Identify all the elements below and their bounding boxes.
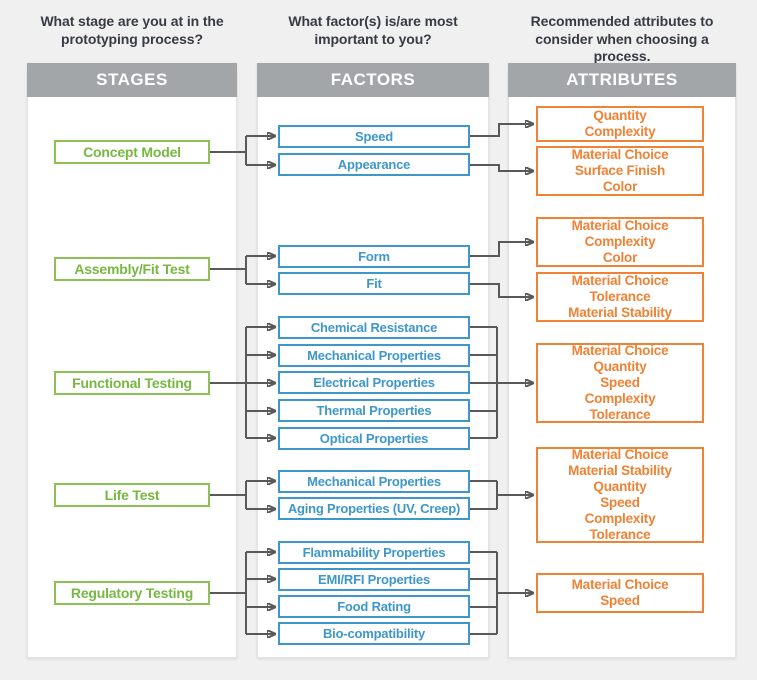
stage-box-assembly-fit-test: Assembly/Fit Test	[54, 257, 210, 281]
connector	[470, 551, 498, 635]
factor-box-thermal-properties: Thermal Properties	[278, 399, 470, 422]
factor-box-bio-compatibility: Bio-compatibility	[278, 622, 470, 645]
stage-box-concept-model: Concept Model	[54, 140, 210, 164]
factor-box-appearance: Appearance	[278, 153, 470, 176]
connector	[210, 552, 247, 634]
connector	[210, 256, 247, 284]
factors-question: What factor(s) is/are most important to …	[288, 13, 458, 47]
connector-arrow	[470, 124, 534, 137]
stage-box-life-test: Life Test	[54, 483, 210, 507]
attribute-box-appearance: Material Choice Surface Finish Color	[536, 146, 704, 196]
stage-box-regulatory-testing: Regulatory Testing	[54, 581, 210, 605]
connector-arrow	[470, 242, 534, 257]
connector	[210, 136, 247, 165]
stages-column-header: STAGES	[27, 63, 237, 97]
attributes-question: Recommended attributes to consider when …	[530, 13, 714, 64]
factor-box-mechanical-properties-life: Mechanical Properties	[278, 470, 470, 493]
factor-box-mechanical-properties: Mechanical Properties	[278, 344, 470, 367]
factor-box-form: Form	[278, 245, 470, 268]
connector	[210, 327, 247, 438]
factor-box-chemical-resistance: Chemical Resistance	[278, 316, 470, 339]
attribute-box-fit: Material Choice Tolerance Material Stabi…	[536, 272, 704, 322]
factor-box-food-rating: Food Rating	[278, 595, 470, 618]
factors-column-header: FACTORS	[257, 63, 489, 97]
connector	[210, 481, 247, 509]
attribute-box-regulatory: Material Choice Speed	[536, 573, 704, 613]
factor-box-speed: Speed	[278, 125, 470, 148]
attribute-box-speed: Quantity Complexity	[536, 106, 704, 142]
attribute-box-functional: Material Choice Quantity Speed Complexit…	[536, 343, 704, 423]
factor-box-aging-properties: Aging Properties (UV, Creep)	[278, 497, 470, 520]
attribute-box-form: Material Choice Complexity Color	[536, 217, 704, 267]
factor-box-fit: Fit	[278, 272, 470, 295]
attributes-column-header: ATTRIBUTES	[508, 63, 736, 97]
connector	[470, 480, 498, 510]
connector	[470, 326, 498, 439]
factor-box-optical-properties: Optical Properties	[278, 427, 470, 450]
stages-question: What stage are you at in the prototyping…	[40, 13, 224, 47]
factor-box-emi-rfi-properties: EMI/RFI Properties	[278, 568, 470, 591]
factor-box-electrical-properties: Electrical Properties	[278, 371, 470, 394]
connector-arrow	[470, 283, 534, 297]
connector-arrow	[470, 164, 534, 171]
factor-box-flammability-properties: Flammability Properties	[278, 541, 470, 564]
stage-box-functional-testing: Functional Testing	[54, 371, 210, 395]
attribute-box-life-test: Material Choice Material Stability Quant…	[536, 447, 704, 543]
